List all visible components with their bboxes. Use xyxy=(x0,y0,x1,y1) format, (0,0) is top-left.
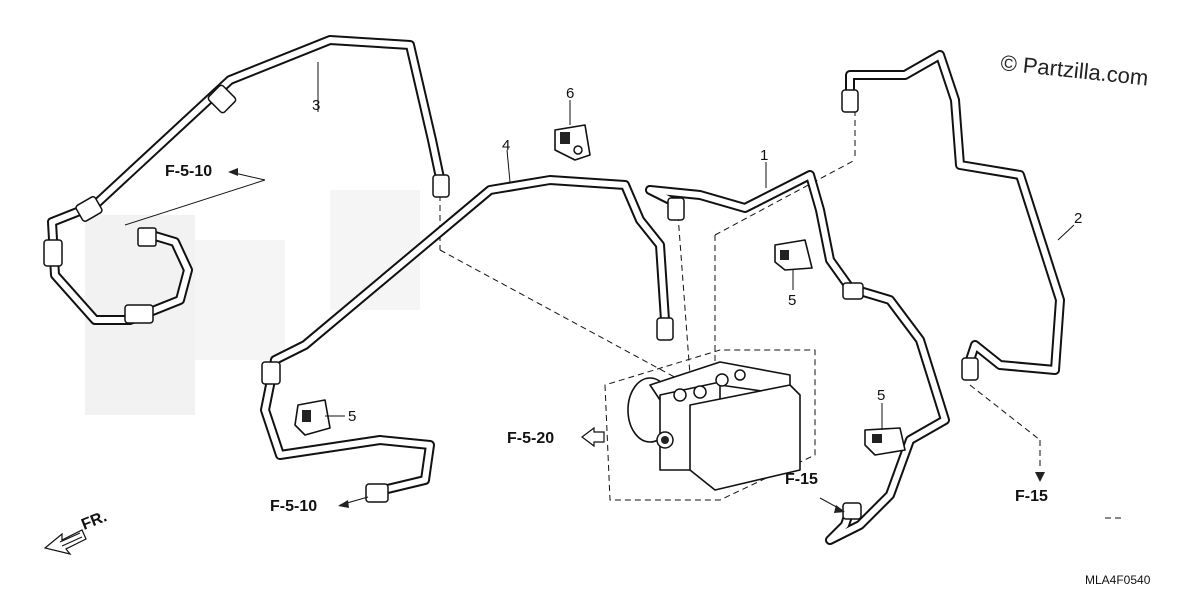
background-halftone xyxy=(85,190,420,415)
ref-f15-center: F-15 xyxy=(785,471,818,488)
watermark: © Partzilla.com xyxy=(999,50,1149,90)
part-5-clamp-left xyxy=(294,399,331,436)
arrow-f520 xyxy=(581,426,605,448)
callout-5-left: 5 xyxy=(348,408,356,425)
callout-3: 3 xyxy=(312,97,320,114)
ref-f520: F-5-20 xyxy=(507,430,554,447)
front-label: FR. xyxy=(79,508,109,533)
callout-1: 1 xyxy=(760,147,768,164)
callout-2: 2 xyxy=(1074,210,1082,227)
arrow-f15-center xyxy=(834,505,845,513)
arrow-f510-top xyxy=(228,168,238,176)
diagram-code: MLA4F0540 xyxy=(1085,573,1151,587)
brake-pipe-2 xyxy=(841,50,1065,381)
callout-4: 4 xyxy=(502,137,510,154)
callout-5-right: 5 xyxy=(877,387,885,404)
brake-pipe-1 xyxy=(645,170,950,545)
ref-f510-top: F-5-10 xyxy=(165,163,212,180)
brake-pipe-4 xyxy=(260,175,674,503)
callout-5-center: 5 xyxy=(788,292,796,309)
ref-f510-bottom: F-5-10 xyxy=(270,498,317,515)
callout-leaders xyxy=(124,62,1075,513)
dashed-leaders xyxy=(439,110,1125,519)
arrow-f510-bottom xyxy=(338,500,349,508)
part-6-bracket xyxy=(554,124,591,161)
ref-f15-right: F-15 xyxy=(1015,488,1048,505)
abs-modulator xyxy=(627,361,801,491)
modulator-group-box xyxy=(604,349,816,501)
front-arrow-icon xyxy=(43,529,87,555)
brake-pipe-3 xyxy=(43,35,450,325)
part-5-clamp-center xyxy=(774,239,813,271)
callout-6: 6 xyxy=(566,85,574,102)
arrow-f15-right xyxy=(1035,472,1045,482)
part-5-clamp-right xyxy=(864,427,906,456)
